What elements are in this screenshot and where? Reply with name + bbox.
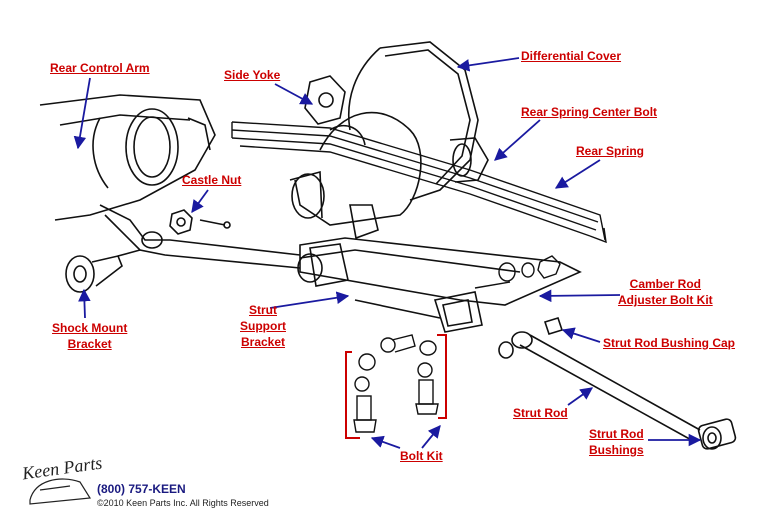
label-strut-rod-bushing-cap[interactable]: Strut Rod Bushing Cap (603, 336, 735, 350)
footer-phone: (800) 757-KEEN (97, 482, 186, 496)
label-rear-spring-center-bolt[interactable]: Rear Spring Center Bolt (521, 105, 658, 119)
label-strut-support-bracket[interactable]: Strut Support Bracket (240, 302, 286, 350)
label-castle-nut[interactable]: Castle Nut (182, 173, 242, 187)
label-strut-rod-bushings[interactable]: Strut Rod Bushings (589, 426, 644, 458)
rear-control-arm-drawing (39, 94, 216, 221)
strut-rod-drawing (498, 317, 737, 450)
label-strut-rod-bushings-line1: Strut Rod (589, 427, 644, 441)
label-camber-rod-adjuster-bolt-kit[interactable]: Camber Rod Adjuster Bolt Kit (618, 276, 713, 308)
label-strut-support-line2: Support (240, 319, 286, 333)
label-shock-mount-bracket[interactable]: Shock Mount Bracket (52, 320, 127, 352)
leader-arrows (73, 57, 702, 449)
label-camber-rod-line1: Camber Rod (629, 277, 701, 291)
label-strut-support-line3: Bracket (240, 335, 286, 349)
bolt-kit-highlight (345, 334, 447, 439)
bolt-kit-drawing (353, 334, 439, 433)
label-strut-support-line1: Strut (249, 303, 277, 317)
label-camber-rod-line2: Adjuster Bolt Kit (618, 293, 713, 307)
label-strut-rod-bushings-line2: Bushings (589, 443, 644, 457)
label-side-yoke[interactable]: Side Yoke (224, 68, 281, 82)
differential-drawing (289, 41, 489, 240)
strut-support-bracket-drawing (297, 237, 582, 333)
rear-spring-drawing (231, 121, 607, 244)
label-shock-mount-line1: Shock Mount (52, 321, 128, 335)
label-strut-rod[interactable]: Strut Rod (513, 406, 568, 420)
footer-copyright: ©2010 Keen Parts Inc. All Rights Reserve… (97, 498, 269, 508)
label-differential-cover[interactable]: Differential Cover (521, 49, 622, 63)
shock-link-drawing (65, 204, 301, 293)
camber-adjuster-drawing (474, 255, 561, 289)
label-bolt-kit[interactable]: Bolt Kit (400, 449, 443, 463)
keen-parts-logo-car (29, 478, 92, 505)
label-shock-mount-line2: Bracket (67, 337, 112, 351)
label-rear-spring[interactable]: Rear Spring (576, 144, 645, 158)
label-rear-control-arm[interactable]: Rear Control Arm (50, 61, 150, 75)
